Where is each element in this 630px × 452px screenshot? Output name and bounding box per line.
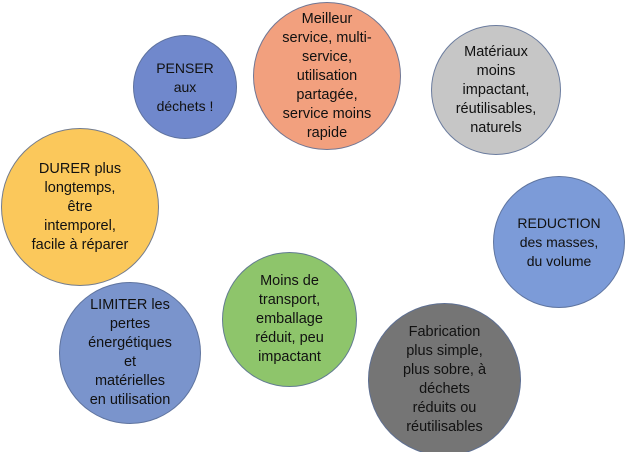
- bubble-fabrication-text: Fabrication plus simple, plus sobre, à d…: [402, 323, 487, 435]
- bubble-penser-text: PENSER aux déchets !: [156, 59, 214, 114]
- bubble-moins-transport-text: Moins de transport, emballage réduit, pe…: [255, 273, 324, 365]
- bubble-reduction-text: REDUCTION des masses, du volume: [517, 214, 601, 269]
- bubble-moins-transport: Moins de transport, emballage réduit, pe…: [222, 252, 357, 387]
- bubble-meilleur-service-text: Meilleur service, multi- service, utilis…: [282, 10, 372, 141]
- bubble-materiaux: Matériaux moins impactant, réutilisables…: [431, 25, 561, 155]
- bubble-reduction: REDUCTION des masses, du volume: [493, 176, 625, 308]
- bubble-durer-text: DURER plus longtemps, être intemporel, f…: [31, 160, 129, 253]
- bubble-materiaux-text: Matériaux moins impactant, réutilisables…: [455, 43, 537, 136]
- bubble-penser: PENSER aux déchets !: [133, 35, 237, 139]
- bubble-limiter: LIMITER les pertes énergétiques et matér…: [59, 282, 201, 424]
- bubble-durer: DURER plus longtemps, être intemporel, f…: [1, 128, 159, 286]
- bubble-meilleur-service: Meilleur service, multi- service, utilis…: [253, 2, 401, 150]
- bubble-limiter-text: LIMITER les pertes énergétiques et matér…: [88, 297, 172, 408]
- bubble-fabrication: Fabrication plus simple, plus sobre, à d…: [368, 303, 521, 452]
